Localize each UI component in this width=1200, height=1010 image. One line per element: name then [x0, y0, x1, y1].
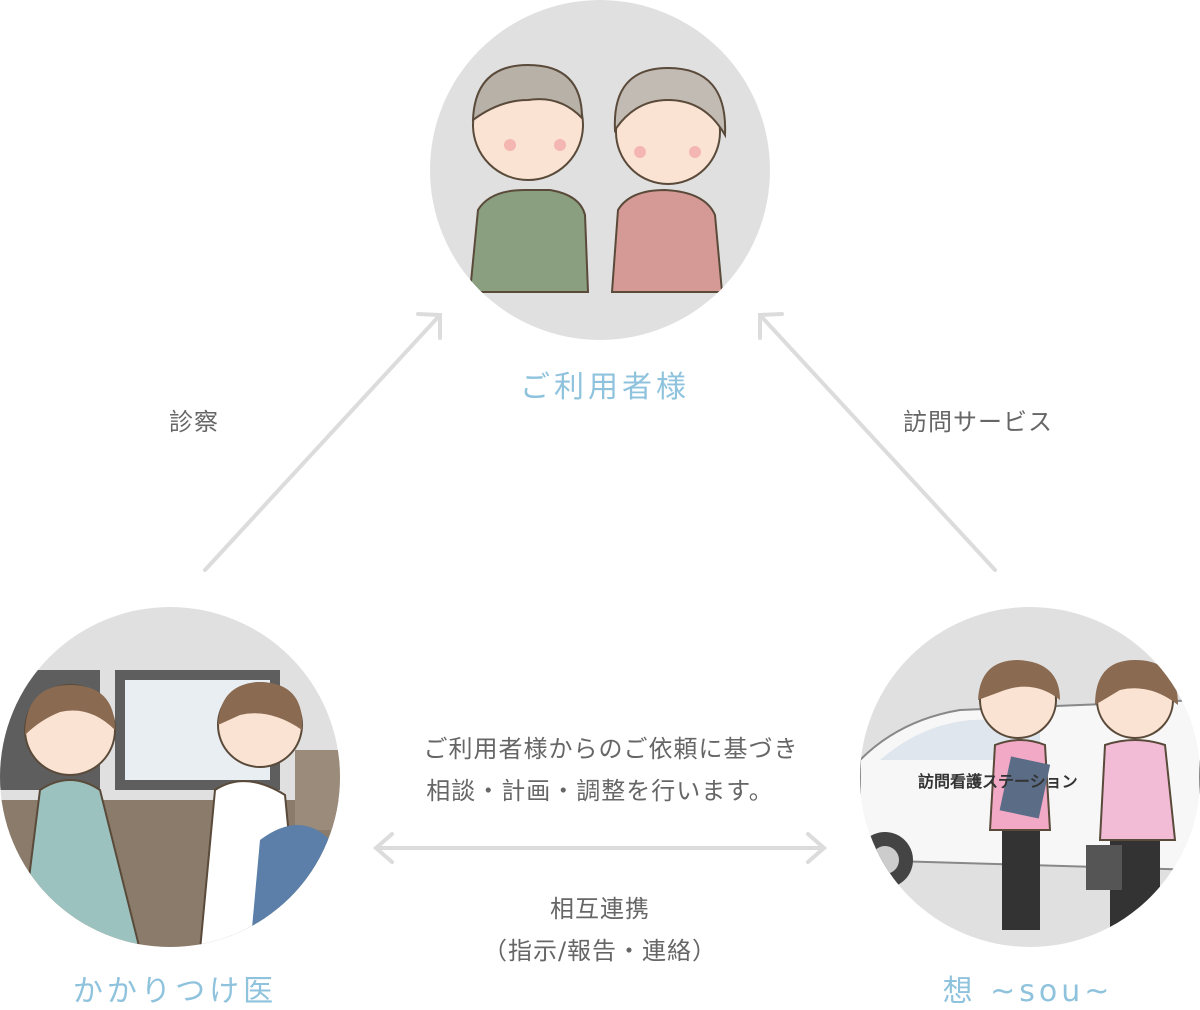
doctor-illustration	[0, 607, 340, 947]
station-label: 想 ~sou~	[942, 974, 1114, 1009]
arrow-mutual	[372, 832, 828, 864]
user-illustration	[430, 0, 770, 340]
description-line-1: ご利用者様からのご依頼に基づき	[423, 735, 799, 763]
station-illustration: 訪問看護ステーション	[860, 607, 1200, 947]
car-station-text: 訪問看護ステーション	[918, 772, 1078, 791]
doctor-label: かかりつけ医	[72, 974, 278, 1009]
arrow-doctor-to-user	[203, 312, 442, 572]
mutual-cooperation-label: 相互連携	[550, 895, 650, 923]
visit-service-label: 訪問サービス	[903, 408, 1053, 436]
mutual-cooperation-detail: （指示/報告・連絡）	[482, 937, 718, 965]
user-label: ご利用者様	[520, 370, 690, 405]
examination-label: 診察	[169, 408, 219, 436]
arrow-station-to-user	[758, 312, 997, 572]
description-line-2: 相談・計画・調整を行います。	[426, 777, 774, 805]
